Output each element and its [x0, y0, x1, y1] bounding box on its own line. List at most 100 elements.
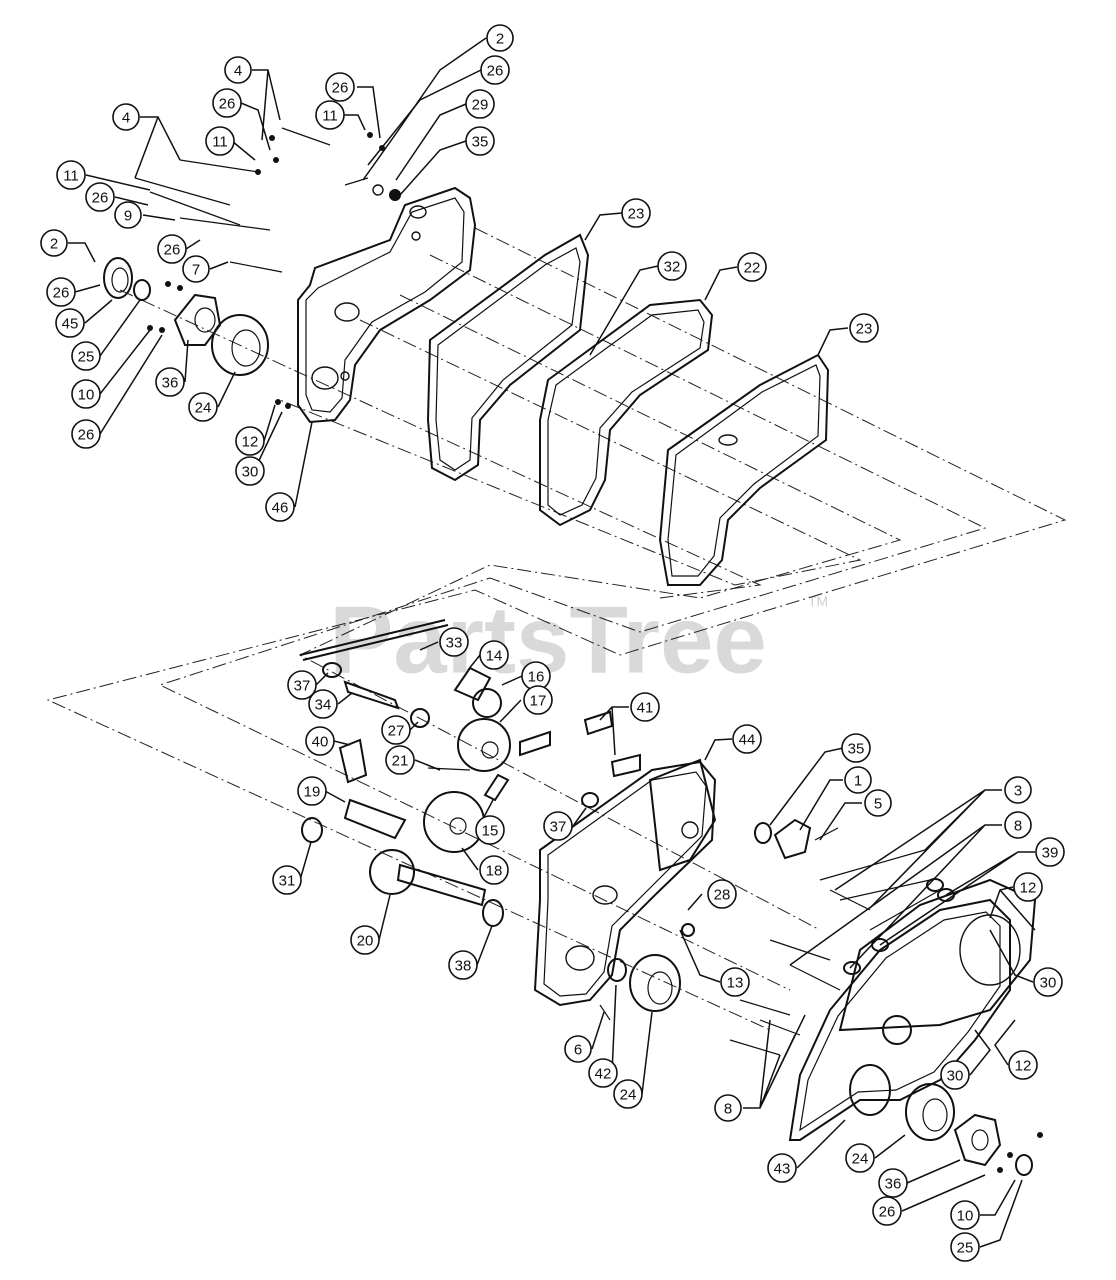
callout-37: 37 [543, 811, 573, 841]
callout-ring [46, 277, 76, 307]
callout-29: 29 [465, 89, 495, 119]
callout-ring [212, 88, 242, 118]
callout-label: 4 [122, 110, 130, 127]
callout-label: 26 [332, 80, 349, 97]
callout-ring [40, 229, 68, 257]
shaft-33 [299, 619, 446, 656]
callout-label: 26 [487, 63, 504, 80]
callout-31: 31 [272, 865, 302, 895]
axle-20 [396, 863, 487, 907]
callout-ring [235, 426, 265, 456]
callout-15: 15 [475, 815, 505, 845]
callout-ring [465, 126, 495, 156]
callout-ring [707, 879, 737, 909]
callout-ring [621, 198, 651, 228]
callout-21: 21 [385, 745, 415, 775]
callout-ring [315, 100, 345, 130]
callout-label: 18 [486, 863, 503, 880]
callout-ring [845, 1143, 875, 1173]
callout-ring [305, 726, 335, 756]
callout-ring [872, 1196, 902, 1226]
bearing-38 [482, 899, 504, 927]
callout-label: 44 [739, 732, 756, 749]
bushing-37-b [581, 792, 599, 808]
callout-label: 36 [162, 375, 179, 392]
callout-ring [114, 201, 142, 229]
callout-ring [182, 255, 210, 283]
callout-27: 27 [381, 715, 411, 745]
upper-left-components [103, 184, 401, 409]
callout-26: 26 [480, 55, 510, 85]
callout-ring [479, 640, 509, 670]
bushing-41-c [610, 753, 641, 778]
callout-ring [85, 182, 115, 212]
seal-31 [301, 817, 323, 843]
callout-39: 39 [1035, 837, 1065, 867]
callout-label: 2 [496, 31, 504, 48]
watermark-trademark: TM [808, 593, 828, 609]
callout-ring [714, 1094, 742, 1122]
callout-ring [205, 126, 235, 156]
callout-label: 24 [195, 400, 212, 417]
callout-2: 2 [486, 24, 514, 52]
callout-ring [1035, 837, 1065, 867]
callout-ring [112, 103, 140, 131]
callout-label: 33 [446, 635, 463, 652]
callout-11: 11 [56, 160, 86, 190]
callout-ring [465, 89, 495, 119]
callout-label: 26 [53, 285, 70, 302]
callout-11: 11 [205, 126, 235, 156]
chain-19 [343, 798, 407, 840]
callout-label: 26 [92, 190, 109, 207]
callout-14: 14 [479, 640, 509, 670]
washer-27 [410, 708, 430, 728]
sprocket-17 [457, 718, 511, 772]
callout-label: 21 [392, 753, 409, 770]
bearing-36-b [953, 1113, 1002, 1167]
callout-37: 37 [287, 670, 317, 700]
callout-ring [350, 925, 380, 955]
callout-label: 7 [192, 262, 200, 279]
assembly-centerlines [46, 227, 1067, 1031]
callout-10: 10 [71, 379, 101, 409]
callout-3: 3 [1004, 776, 1032, 804]
callout-label: 38 [455, 958, 472, 975]
callout-label: 23 [628, 206, 645, 223]
callout-ring [287, 670, 317, 700]
callout-ring [381, 715, 411, 745]
callout-10: 10 [950, 1200, 980, 1230]
callout-ring [479, 855, 509, 885]
callout-43: 43 [767, 1153, 797, 1183]
callout-ring [864, 789, 892, 817]
callout-ring [950, 1200, 980, 1230]
callout-label: 26 [879, 1204, 896, 1221]
callout-4: 4 [112, 103, 140, 131]
callout-33: 33 [439, 627, 469, 657]
callout-ring [71, 419, 101, 449]
callout-ring [480, 55, 510, 85]
gasket-23-b [658, 353, 830, 586]
callout-6: 6 [564, 1035, 592, 1063]
spacer-24 [211, 314, 269, 376]
callout-ring [1033, 967, 1063, 997]
housing-half-44 [533, 758, 717, 1012]
sprocket-18 [423, 791, 485, 853]
callout-label: 36 [885, 1176, 902, 1193]
callout-42: 42 [588, 1058, 618, 1088]
chain-15 [483, 773, 510, 802]
callout-13: 13 [720, 967, 750, 997]
drive-components [299, 619, 641, 927]
callout-24: 24 [613, 1079, 643, 1109]
callout-22: 22 [737, 252, 767, 282]
callout-label: 46 [272, 500, 289, 517]
callout-label: 3 [1014, 783, 1022, 800]
centerline-4 [279, 319, 862, 586]
callout-label: 39 [1042, 845, 1059, 862]
callout-1: 1 [844, 766, 872, 794]
callout-ring [950, 1232, 980, 1262]
callout-9: 9 [114, 201, 142, 229]
callout-26: 26 [872, 1196, 902, 1226]
callout-ring [767, 1153, 797, 1183]
callout-44: 44 [732, 724, 762, 754]
callout-label: 23 [856, 321, 873, 338]
